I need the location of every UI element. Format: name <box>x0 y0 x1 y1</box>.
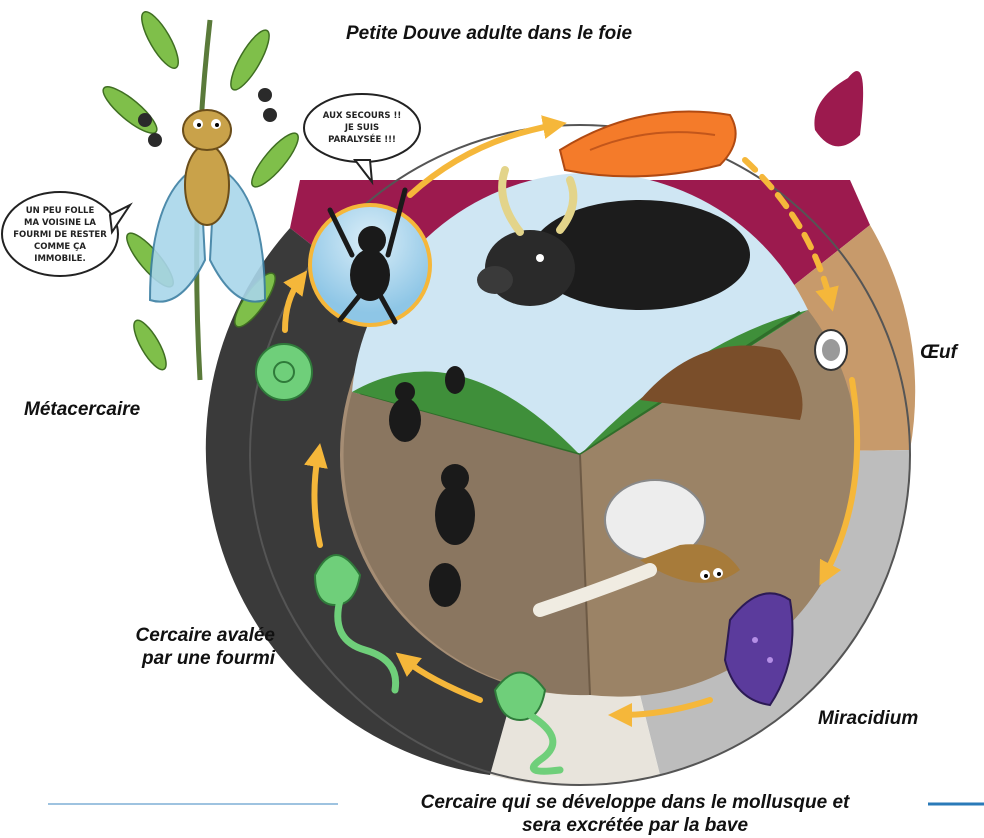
cicada-bubble-line-1: UN PEU FOLLE <box>26 206 95 216</box>
ant-speech-bubble: AUX SECOURS !! JE SUIS PARALYSÉE !!! <box>304 94 420 182</box>
cicada-bubble-line-2: MA VOISINE LA <box>24 218 96 228</box>
cicada-bubble-line-4: COMME ÇA <box>34 242 86 252</box>
label-cercaria-mollusc-line-1: Cercaire qui se développe dans le mollus… <box>340 791 930 814</box>
label-cercaria-ant: Cercaire avalée par une fourmi <box>100 624 275 670</box>
ant-bubble-line-3: PARALYSÉE !!! <box>328 133 396 145</box>
label-metacercaria: Métacercaire <box>24 398 140 421</box>
adult-fluke-illustration <box>560 112 736 177</box>
cicada-bubble-line-3: FOURMI DE RESTER <box>13 230 107 240</box>
label-cercaria-ant-line-1: Cercaire avalée <box>100 624 275 647</box>
cicada-bubble-line-5: IMMOBILE. <box>34 254 85 264</box>
liver-illustration <box>814 71 863 146</box>
label-miracidium: Miracidium <box>818 707 918 730</box>
metacercaria-icon <box>256 344 312 400</box>
ant-bubble-line-1: AUX SECOURS !! <box>323 111 401 121</box>
label-cercaria-mollusc-line-2: sera excrétée par la bave <box>340 814 930 837</box>
label-cercaria-ant-line-2: par une fourmi <box>100 647 275 670</box>
ant-bubble-line-2: JE SUIS <box>344 123 379 133</box>
cicada-speech-bubble: UN PEU FOLLE MA VOISINE LA FOURMI DE RES… <box>2 192 130 276</box>
egg-icon <box>815 330 847 370</box>
label-adult-fluke: Petite Douve adulte dans le foie <box>346 22 632 45</box>
label-egg: Œuf <box>920 341 957 364</box>
label-cercaria-mollusc: Cercaire qui se développe dans le mollus… <box>340 791 930 837</box>
